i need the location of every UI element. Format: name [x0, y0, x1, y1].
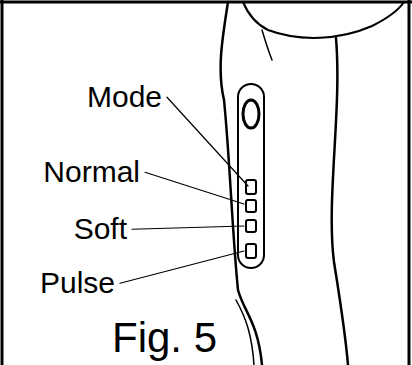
part-label: Pulse [40, 266, 115, 301]
frame-line [1, 0, 4, 365]
pulse-button [246, 244, 256, 258]
handle-collar [262, 30, 272, 60]
figure-caption: Fig. 5 [112, 314, 217, 362]
leader-line [167, 97, 248, 186]
normal-button [246, 200, 256, 212]
mode-button [243, 100, 259, 128]
leader-line [132, 226, 244, 229]
frame-line [0, 1, 412, 4]
handle-outline [332, 38, 348, 365]
leader-line [145, 172, 244, 204]
normal-button [246, 180, 256, 194]
part-label: Soft [74, 212, 127, 247]
frame-line [408, 0, 411, 365]
part-label: Mode [87, 80, 162, 115]
leader-line [120, 251, 244, 283]
handle-collar [243, 2, 404, 38]
part-label: Normal [43, 155, 140, 190]
handle-contour [236, 300, 254, 365]
button-panel [238, 84, 264, 268]
handle-outline [221, 2, 262, 365]
soft-button [246, 220, 256, 232]
